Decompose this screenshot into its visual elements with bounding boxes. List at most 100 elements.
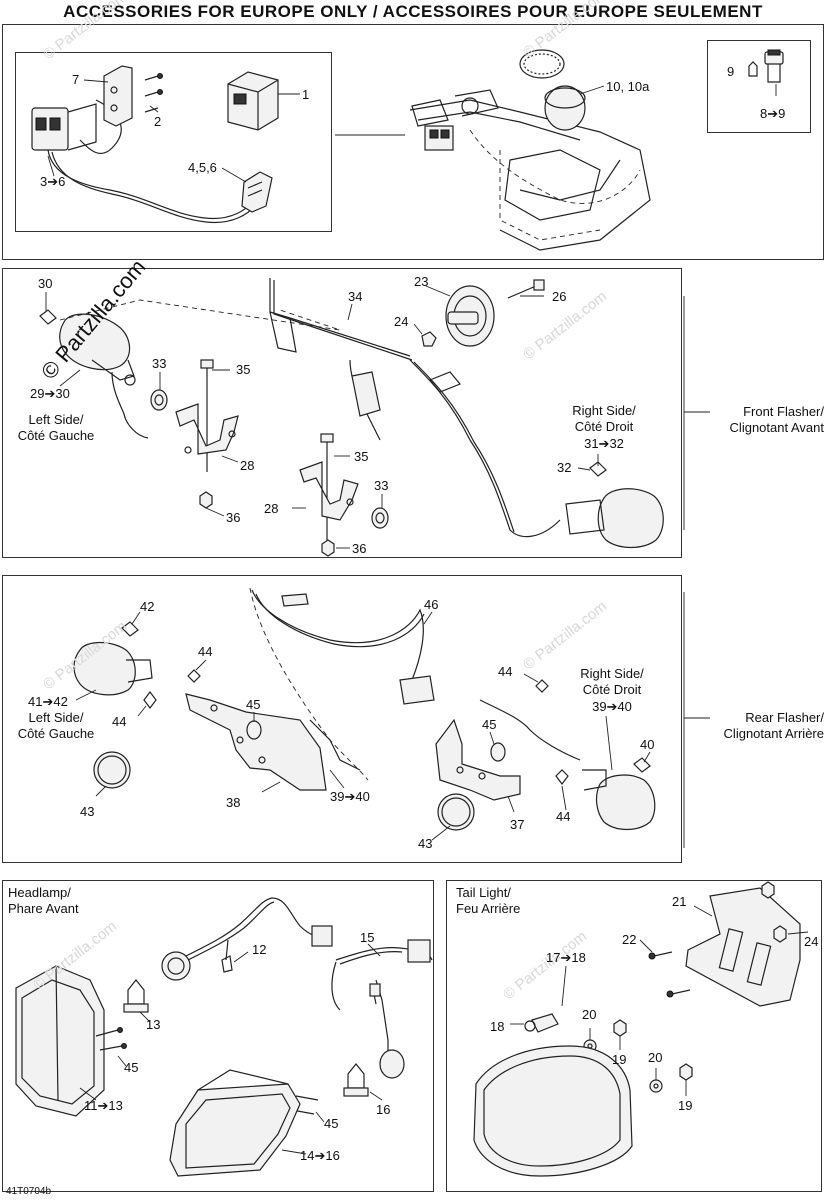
rear-left-side-en: Left Side/ xyxy=(28,710,84,725)
rear-left-side-fr: Côté Gauche xyxy=(17,726,95,741)
nut-24-tail xyxy=(761,881,787,943)
callout-1: 1 xyxy=(302,87,310,102)
panel-headlamp xyxy=(2,880,434,1192)
front-left-flasher xyxy=(59,313,149,439)
bulb-30 xyxy=(39,309,57,325)
washer-20-nut-19-b xyxy=(649,1063,693,1093)
callout-40: 40 xyxy=(640,737,655,752)
horn-23 xyxy=(445,285,495,347)
front-flasher-group-en: Front Flasher/ xyxy=(743,404,824,419)
gauge-ring-10 xyxy=(519,49,565,79)
callout-19-b: 19 xyxy=(678,1098,693,1113)
bolt-26 xyxy=(507,279,545,299)
bracket-37 xyxy=(435,718,521,801)
leader-lines-sec2 xyxy=(45,285,710,549)
bulb-16 xyxy=(343,1063,369,1097)
callout-45-left: 45 xyxy=(246,697,261,712)
drawing-code: 41T0704b xyxy=(6,1186,52,1197)
callout-17-18: 17➔18 xyxy=(546,950,586,965)
socket-harness-12 xyxy=(161,897,333,981)
callout-20-a: 20 xyxy=(582,1007,597,1022)
callout-45-headlamp-b: 45 xyxy=(324,1116,339,1131)
switch-bracket xyxy=(103,65,133,127)
panel-switch-inner xyxy=(15,52,332,232)
headlamp-11 xyxy=(15,965,105,1117)
gauge-10a xyxy=(544,85,605,131)
socket-harness-15 xyxy=(331,939,433,1079)
bulb-32 xyxy=(589,461,607,477)
relay-1 xyxy=(227,71,279,131)
callout-16: 16 xyxy=(376,1102,391,1117)
callout-29-30: 29➔30 xyxy=(30,386,70,401)
callout-44-d: 44 xyxy=(556,809,571,824)
callout-22: 22 xyxy=(622,932,637,947)
callout-45-headlamp-a: 45 xyxy=(124,1060,139,1075)
leader-lines-sec1 xyxy=(47,79,405,183)
front-flasher-group-fr: Clignotant Avant xyxy=(729,420,824,435)
callout-3-6: 3➔6 xyxy=(40,174,66,189)
tail-light-title-fr: Feu Arrière xyxy=(456,901,521,916)
callout-18: 18 xyxy=(490,1019,505,1034)
callout-7: 7 xyxy=(72,72,80,87)
callout-20-b: 20 xyxy=(648,1050,663,1065)
callout-33-front-left: 33 xyxy=(152,356,167,371)
rear-right-side-en: Right Side/ xyxy=(580,666,644,681)
nut-24-front xyxy=(421,331,437,347)
handlebar-vehicle xyxy=(409,89,651,251)
front-left-side-en: Left Side/ xyxy=(28,412,84,427)
callout-32: 32 xyxy=(557,460,572,475)
callout-28-front-right: 28 xyxy=(264,501,279,516)
callout-42: 42 xyxy=(140,599,155,614)
bulb-42 xyxy=(121,621,139,637)
callout-39-40-right: 39➔40 xyxy=(592,699,632,714)
tail-light-17 xyxy=(473,1045,633,1177)
leader-lines-sec4 xyxy=(79,943,383,1155)
bulb-13 xyxy=(123,979,149,1013)
grommet-45-right xyxy=(490,742,506,762)
panel-tail-light xyxy=(446,880,822,1192)
clip-44-right xyxy=(535,679,569,785)
callout-33-front-right: 33 xyxy=(374,478,389,493)
callout-21: 21 xyxy=(672,894,687,909)
callout-13: 13 xyxy=(146,1017,161,1032)
callout-4-5-6: 4,5,6 xyxy=(188,160,217,175)
screw-22 xyxy=(648,951,673,960)
rear-flasher-group-fr: Clignotant Arrière xyxy=(723,726,824,741)
callout-35-front-right: 35 xyxy=(354,449,369,464)
callout-8-9: 8➔9 xyxy=(760,106,786,121)
headlamp-title-en: Headlamp/ xyxy=(8,885,71,900)
callout-19-a: 19 xyxy=(612,1052,627,1067)
callout-38: 38 xyxy=(226,795,241,810)
callout-44-c: 44 xyxy=(498,664,513,679)
headlamp-title-fr: Phare Avant xyxy=(8,901,79,916)
bracket-38 xyxy=(185,693,327,791)
nut-36-front-right xyxy=(321,539,335,557)
callout-23: 23 xyxy=(414,274,429,289)
grommet-45-left xyxy=(246,720,262,740)
screws-2 xyxy=(144,73,163,113)
grommet-33-front-right xyxy=(371,507,389,529)
callout-37: 37 xyxy=(510,817,525,832)
harness-46 xyxy=(249,587,581,781)
callout-43-right: 43 xyxy=(418,836,433,851)
front-right-side-en: Right Side/ xyxy=(572,403,636,418)
callout-44-b: 44 xyxy=(112,714,127,729)
rear-flasher-group-en: Rear Flasher/ xyxy=(745,710,824,725)
clip-44-left xyxy=(143,669,201,709)
callout-36-front-right: 36 xyxy=(352,541,367,556)
panel-front-flasher xyxy=(2,268,682,558)
callout-41-42: 41➔42 xyxy=(28,694,68,709)
bolt-35-front-left xyxy=(200,359,214,472)
grommet-33-front-left xyxy=(150,389,168,411)
bolt-35-front-right xyxy=(320,433,334,540)
callout-30: 30 xyxy=(38,276,53,291)
mount-plate-21 xyxy=(685,887,801,1007)
rear-left-flasher xyxy=(73,641,153,696)
callout-36-front-left: 36 xyxy=(226,510,241,525)
bracket-28-front-left xyxy=(175,403,239,455)
callout-24-front: 24 xyxy=(394,314,409,329)
front-right-side-fr: Côté Droit xyxy=(574,419,634,434)
harness-34 xyxy=(269,278,561,538)
